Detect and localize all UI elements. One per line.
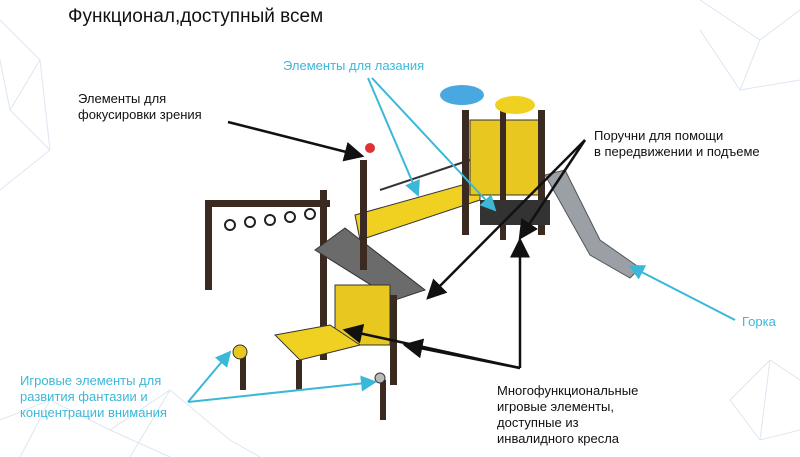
label-imagination-line: концентрации внимания: [20, 405, 167, 420]
arrow-handrail-1: [518, 139, 587, 241]
label-handrails: Поручни для помощи в передвижении и подъ…: [594, 128, 760, 160]
arrow-climb-1: [367, 77, 420, 197]
arrow-handrail-2: [426, 139, 586, 300]
label-multi-line: Многофункциональные: [497, 383, 639, 398]
label-vision: Элементы для фокусировки зрения: [78, 91, 202, 123]
label-vision-line: фокусировки зрения: [78, 107, 202, 122]
label-multi-line: доступные из: [497, 415, 579, 430]
label-imagination-line: развития фантазии и: [20, 389, 148, 404]
arrow-imagination-2: [187, 375, 377, 403]
arrow-multi-3: [342, 323, 521, 370]
label-multi-line: инвалидного кресла: [497, 431, 620, 446]
arrow-vision: [227, 120, 365, 162]
label-handrails-line: в передвижении и подъеме: [594, 144, 760, 159]
play-table: [273, 324, 362, 361]
label-slide: Горка: [742, 314, 776, 329]
label-multifunctional: Многофункциональные игровые элементы, до…: [497, 383, 638, 447]
label-imagination-line: Игровые элементы для: [20, 373, 162, 388]
label-climbing: Элементы для лазания: [283, 58, 425, 73]
tower: [440, 85, 550, 240]
arrow-slide: [628, 265, 736, 321]
monkey-bars: [205, 190, 330, 290]
label-vision-line: Элементы для: [78, 91, 167, 106]
arrow-climb-2: [371, 77, 497, 212]
label-imagination: Игровые элементы для развития фантазии и…: [20, 373, 167, 421]
label-multi-line: игровые элементы,: [497, 399, 614, 414]
arrow-imagination-1: [187, 350, 232, 403]
slide-title: Функционал,доступный всем: [68, 6, 324, 27]
label-handrails-line: Поручни для помощи: [594, 128, 724, 143]
